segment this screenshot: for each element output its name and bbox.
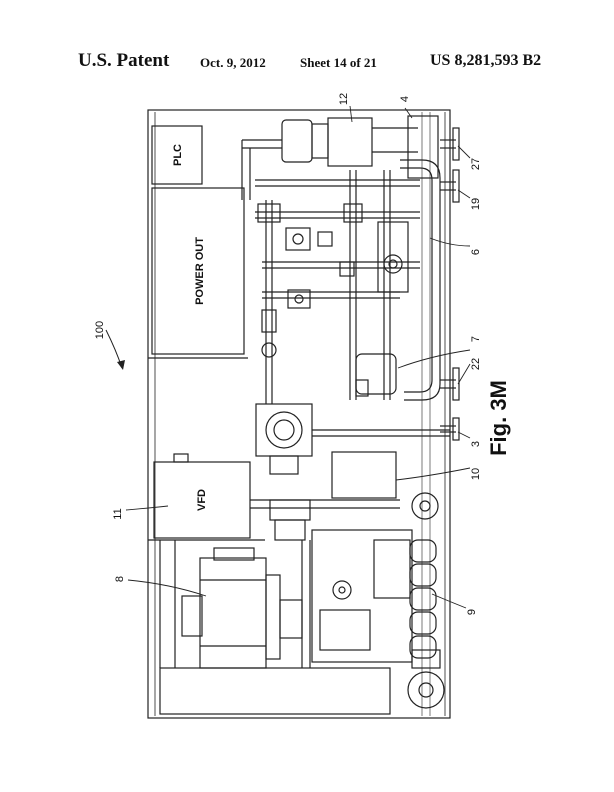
pump-heads	[409, 539, 437, 659]
plc-box	[151, 125, 203, 185]
ref-19: 19	[470, 198, 482, 210]
vfd-label: VFD	[196, 489, 208, 511]
heat-exchanger-6	[377, 221, 409, 293]
ref-6: 6	[470, 249, 482, 255]
outlet-27	[440, 127, 460, 161]
patent-number: US 8,281,593 B2	[430, 52, 542, 69]
ref-10: 10	[470, 468, 482, 480]
motor-8	[199, 557, 267, 669]
sheet-number: Sheet 14 of 21	[300, 55, 377, 70]
ref-22: 22	[470, 358, 482, 370]
ref-7: 7	[470, 336, 482, 342]
outlet-22	[440, 367, 460, 401]
pump-9	[311, 529, 413, 663]
page-header: U.S. Patent Oct. 9, 2012 Sheet 14 of 21 …	[0, 50, 614, 74]
ref-3: 3	[470, 441, 482, 447]
ref-4: 4	[399, 96, 411, 102]
valve-b	[287, 289, 311, 309]
outlet-3	[440, 417, 460, 441]
figure-title: Fig. 3M	[486, 380, 511, 456]
outlet-19	[440, 169, 460, 203]
reference-numerals: 12 4 27 19 6 7 22 3 10 11 8 9	[112, 93, 482, 615]
reel-upper	[411, 492, 439, 520]
patent-date: Oct. 9, 2012	[200, 55, 266, 70]
ref-11: 11	[112, 508, 124, 519]
ref-9: 9	[466, 609, 478, 615]
component-12	[281, 119, 313, 163]
patent-label: U.S. Patent	[78, 50, 170, 71]
ref-27: 27	[470, 158, 482, 170]
tank-7	[355, 353, 397, 395]
tank-10	[331, 451, 397, 499]
ref-100: 100	[94, 321, 106, 339]
leader-lines	[125, 105, 471, 609]
ref-8: 8	[114, 576, 126, 582]
valve-a	[285, 227, 311, 251]
skid-frame	[147, 109, 451, 719]
power-out-box	[151, 187, 245, 355]
power-out-label: POWER OUT	[194, 237, 206, 305]
reel-lower	[407, 671, 445, 709]
plc-label: PLC	[172, 144, 184, 166]
ref-12: 12	[338, 93, 350, 105]
component-4	[407, 115, 439, 179]
